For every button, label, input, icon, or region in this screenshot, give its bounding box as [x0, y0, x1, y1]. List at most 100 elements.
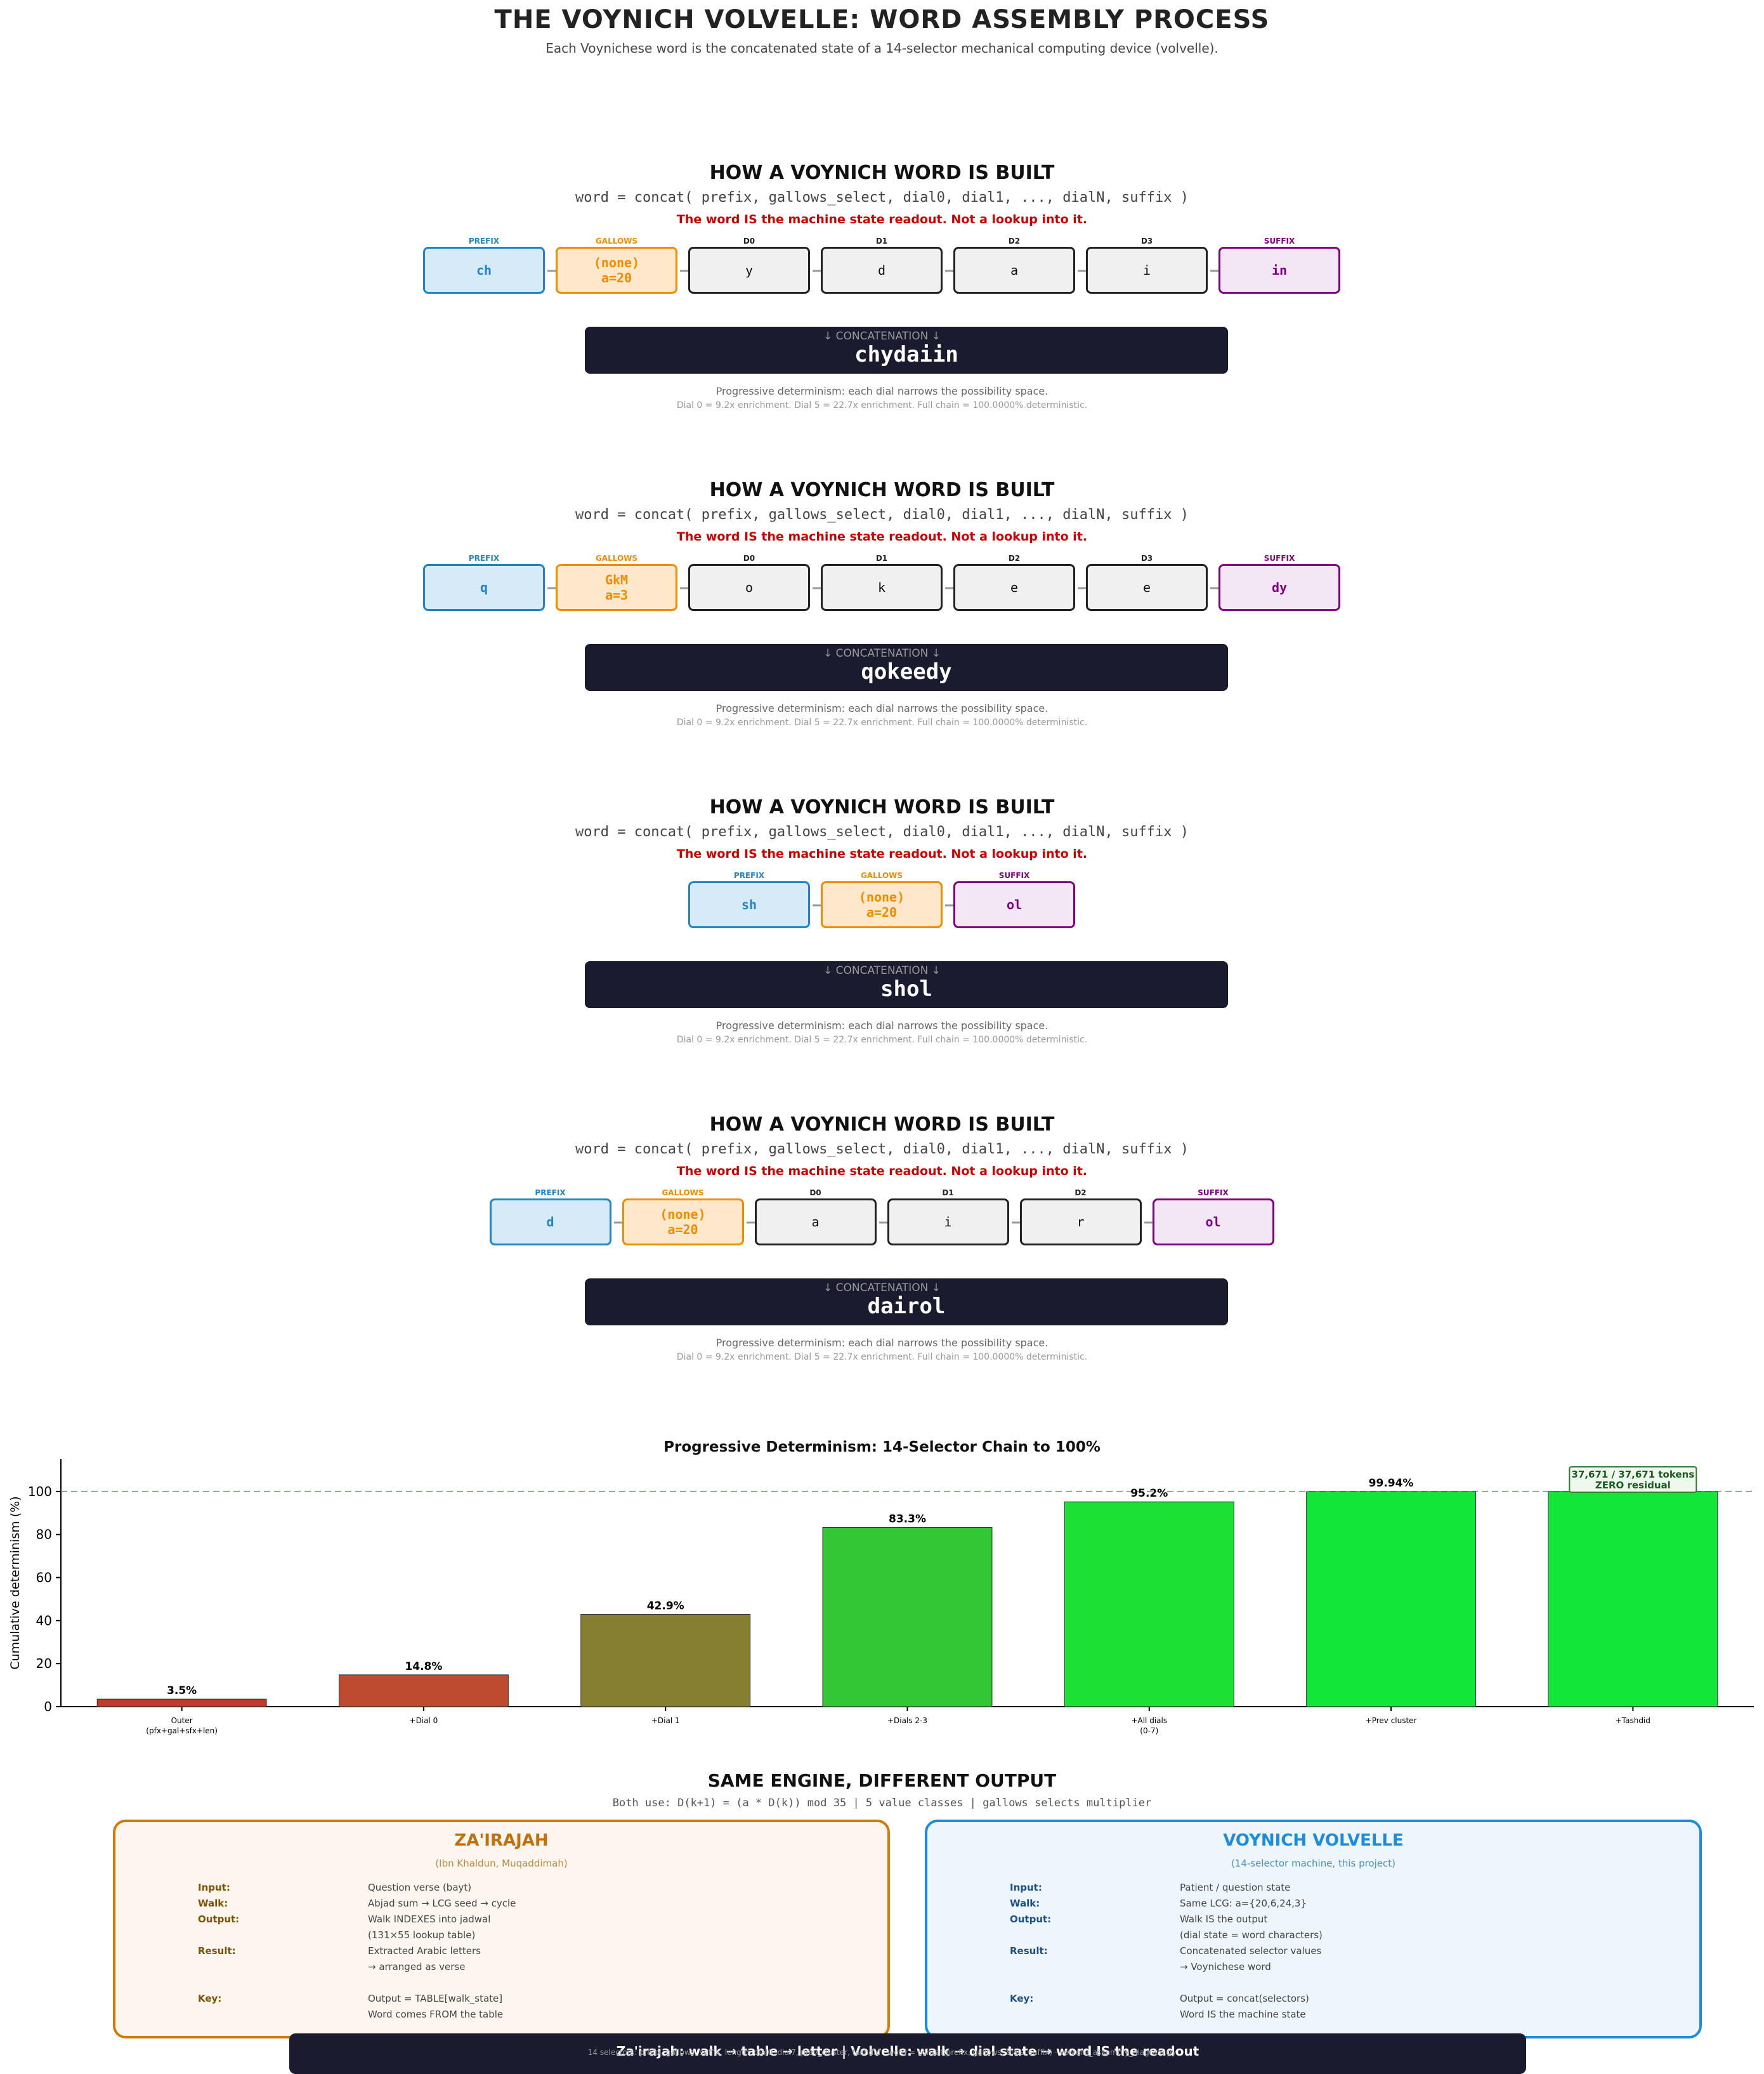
- x-tick-label: +Dials 2-3: [887, 1716, 927, 1725]
- row-key: Output:: [198, 1913, 240, 1925]
- bar: [96, 1698, 267, 1707]
- bar-value-label: 83.3%: [889, 1513, 926, 1526]
- x-tick-label: Outer: [171, 1716, 193, 1725]
- selector-box-dial: r: [1019, 1198, 1142, 1245]
- y-tick-label: 100: [28, 1484, 52, 1499]
- selector-label: D0: [809, 1188, 821, 1197]
- annotation-box: [1569, 1466, 1697, 1493]
- panel-claim: The word IS the machine state readout. N…: [676, 1164, 1088, 1178]
- panel-claim: The word IS the machine state readout. N…: [676, 847, 1088, 861]
- selector-label: D1: [875, 237, 888, 246]
- selector-box-gallows: GkM a=3: [556, 564, 677, 611]
- selector-label: SUFFIX: [998, 871, 1030, 880]
- zairajah-source: (Ibn Khaldun, Muqaddimah): [435, 1858, 568, 1869]
- x-tick-label: (pfx+gal+sfx+len): [146, 1726, 218, 1735]
- row-value: Walk INDEXES into jadwal: [368, 1913, 491, 1925]
- volvelle-box: VOYNICH VOLVELLE (14-selector machine, t…: [925, 1820, 1702, 2038]
- x-tick-label: +All dials: [1131, 1716, 1167, 1725]
- x-tick-label: +Dial 1: [651, 1716, 680, 1725]
- assembled-word: chydaiin: [585, 327, 1228, 374]
- row-value: Question verse (bayt): [368, 1882, 472, 1893]
- panel-formula: word = concat( prefix, gallows_select, d…: [575, 507, 1189, 523]
- concatenation-label: ↓ CONCATENATION ↓: [823, 964, 941, 977]
- selector-label: PREFIX: [733, 871, 765, 880]
- panel-formula: word = concat( prefix, gallows_select, d…: [575, 190, 1189, 206]
- selector-label: D2: [1008, 237, 1021, 246]
- row-key: Input:: [1010, 1882, 1042, 1893]
- selector-box-gallows: (none) a=20: [821, 881, 943, 928]
- selector-label: PREFIX: [535, 1188, 566, 1197]
- selector-label: GALLOWS: [662, 1188, 704, 1197]
- panel-claim: The word IS the machine state readout. N…: [676, 213, 1088, 226]
- bar: [1548, 1491, 1718, 1707]
- assembled-word: shol: [585, 961, 1228, 1008]
- selector-label: D2: [1008, 554, 1021, 563]
- selector-box-prefix: ch: [423, 247, 545, 294]
- volvelle-name: VOYNICH VOLVELLE: [1223, 1831, 1404, 1850]
- row-value: Word comes FROM the table: [368, 2009, 504, 2020]
- x-tick-label: +Tashdid: [1616, 1716, 1650, 1725]
- panel-formula: word = concat( prefix, gallows_select, d…: [575, 824, 1189, 840]
- panel-claim: The word IS the machine state readout. N…: [676, 530, 1088, 544]
- selector-label: SUFFIX: [1264, 554, 1295, 563]
- main-title: THE VOYNICH VOLVELLE: WORD ASSEMBLY PROC…: [494, 5, 1270, 34]
- selector-box-dial: i: [887, 1198, 1009, 1245]
- selector-label: D1: [875, 554, 888, 563]
- row-key: Walk:: [1010, 1898, 1040, 1909]
- y-tick-label: 0: [44, 1699, 52, 1714]
- selector-label: PREFIX: [468, 237, 500, 246]
- x-tick-label: +Prev cluster: [1366, 1716, 1417, 1725]
- chart-title: Progressive Determinism: 14-Selector Cha…: [663, 1439, 1101, 1455]
- panel-title: HOW A VOYNICH WORD IS BUILT: [709, 162, 1055, 184]
- row-value: (131×55 lookup table): [368, 1929, 476, 1941]
- row-value: Word IS the machine state: [1180, 2009, 1306, 2020]
- selector-label: D0: [743, 237, 755, 246]
- comparison-subtitle: Both use: D(k+1) = (a * D(k)) mod 35 | 5…: [612, 1797, 1152, 1809]
- selector-box-suffix: in: [1218, 247, 1340, 294]
- bar: [1064, 1501, 1234, 1707]
- panel-footnote: Dial 0 = 9.2x enrichment. Dial 5 = 22.7x…: [676, 400, 1088, 410]
- panel-note: Progressive determinism: each dial narro…: [715, 385, 1049, 397]
- row-value: Extracted Arabic letters: [368, 1945, 481, 1957]
- selector-box-gallows: (none) a=20: [556, 247, 677, 294]
- row-value: Concatenated selector values: [1180, 1945, 1322, 1957]
- selector-box-prefix: d: [489, 1198, 611, 1245]
- assembled-word: qokeedy: [585, 644, 1228, 691]
- row-value: Patient / question state: [1180, 1882, 1291, 1893]
- row-key: Input:: [198, 1882, 230, 1893]
- y-tick-label: 40: [36, 1613, 52, 1628]
- selector-box-prefix: sh: [688, 881, 810, 928]
- selector-box-prefix: q: [423, 564, 545, 611]
- bar-value-label: 95.2%: [1130, 1487, 1168, 1500]
- panel-note: Progressive determinism: each dial narro…: [715, 1337, 1049, 1349]
- row-value: Output = TABLE[walk_state]: [368, 1993, 503, 2004]
- selector-box-gallows: (none) a=20: [622, 1198, 744, 1245]
- annotation-text: 37,671 / 37,671 tokens: [1571, 1469, 1694, 1480]
- panel-footnote: Dial 0 = 9.2x enrichment. Dial 5 = 22.7x…: [676, 1035, 1088, 1045]
- panel-footnote: Dial 0 = 9.2x enrichment. Dial 5 = 22.7x…: [676, 1352, 1088, 1362]
- volvelle-source: (14-selector machine, this project): [1231, 1858, 1396, 1869]
- row-key: Output:: [1010, 1913, 1052, 1925]
- selector-label: GALLOWS: [595, 554, 638, 563]
- selector-box-dial: d: [821, 247, 943, 294]
- selector-label: D1: [942, 1188, 954, 1197]
- panel-note: Progressive determinism: each dial narro…: [715, 702, 1049, 714]
- panel-title: HOW A VOYNICH WORD IS BUILT: [709, 796, 1055, 818]
- x-tick-label: (0-7): [1140, 1726, 1158, 1735]
- selector-box-dial: i: [1086, 247, 1208, 294]
- concatenation-label: ↓ CONCATENATION ↓: [823, 330, 941, 343]
- selector-label: GALLOWS: [860, 871, 903, 880]
- row-value: Output = concat(selectors): [1180, 1993, 1309, 2004]
- bar: [580, 1614, 751, 1707]
- selector-box-dial: e: [1086, 564, 1208, 611]
- row-value: → Voynichese word: [1180, 1961, 1271, 1972]
- panel-title: HOW A VOYNICH WORD IS BUILT: [709, 1113, 1055, 1136]
- bar-value-label: 14.8%: [405, 1660, 442, 1673]
- bar: [822, 1527, 993, 1707]
- selector-box-dial: e: [953, 564, 1075, 611]
- selector-box-dial: o: [688, 564, 810, 611]
